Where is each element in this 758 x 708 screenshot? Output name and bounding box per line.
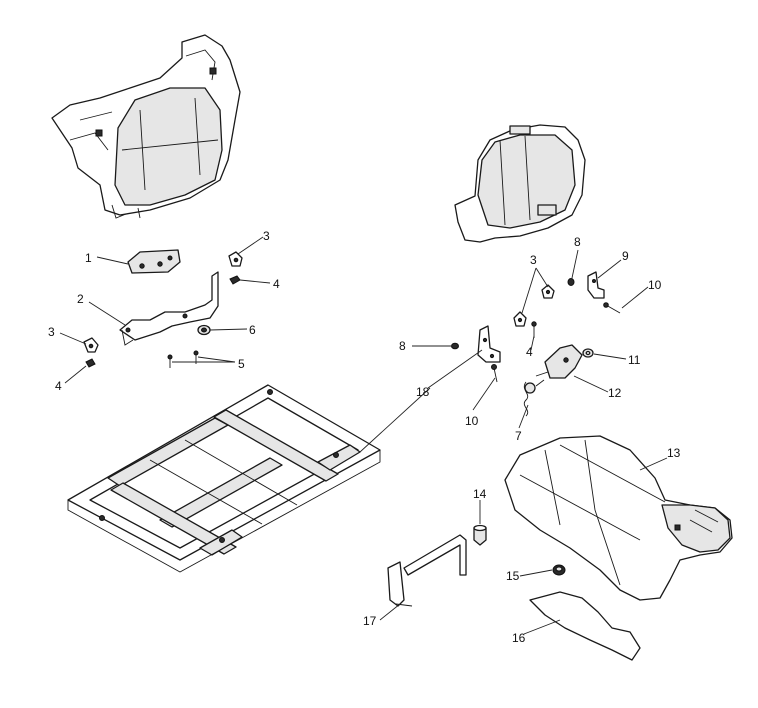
part-13-seat-cushion bbox=[504, 435, 733, 601]
part-10-bolt-upper bbox=[603, 302, 621, 314]
part-12-lever bbox=[535, 344, 583, 379]
front-seat-back bbox=[454, 124, 586, 243]
callout-10-upper: 10 bbox=[648, 278, 662, 292]
callout-10-lower: 10 bbox=[465, 414, 479, 428]
part-15-grommet bbox=[552, 564, 566, 576]
part-14-bumper bbox=[473, 524, 487, 546]
part-4-bolt-right bbox=[531, 321, 537, 338]
callout-4-left: 4 bbox=[55, 379, 62, 393]
callout-11: 11 bbox=[628, 353, 641, 367]
part-6-grommet bbox=[197, 324, 211, 336]
callout-6: 6 bbox=[249, 323, 256, 337]
part-5-pins bbox=[167, 350, 199, 368]
callout-8-right: 8 bbox=[574, 235, 581, 249]
part-3-clips-right bbox=[513, 284, 555, 327]
callout-2: 2 bbox=[77, 292, 84, 306]
leader-lines bbox=[59, 236, 668, 635]
callout-7: 7 bbox=[515, 429, 522, 443]
seat-frame bbox=[67, 384, 381, 573]
part-8-nut-right bbox=[567, 278, 575, 286]
callout-13: 13 bbox=[667, 446, 681, 460]
part-18-bracket bbox=[477, 325, 501, 363]
callout-5: 5 bbox=[238, 357, 245, 371]
part-17-support-bracket bbox=[387, 534, 467, 607]
callout-17: 17 bbox=[363, 614, 377, 628]
part-8-nut-left bbox=[451, 342, 459, 350]
callout-4-top: 4 bbox=[273, 277, 280, 291]
part-3-clip-left bbox=[83, 337, 99, 353]
part-2-bracket bbox=[119, 271, 219, 346]
callout-18: 18 bbox=[416, 385, 430, 399]
part-4-bolt-top bbox=[229, 275, 241, 285]
callout-4-right: 4 bbox=[526, 345, 533, 359]
part-1-latch bbox=[127, 249, 181, 274]
rear-seat-back-assembly bbox=[51, 34, 241, 219]
part-7-spring bbox=[523, 379, 545, 417]
callout-14: 14 bbox=[473, 487, 487, 501]
callout-9: 9 bbox=[622, 249, 629, 263]
callout-12: 12 bbox=[608, 386, 622, 400]
callout-labels: 1 2 3 3 3 4 4 4 5 6 7 8 8 9 10 10 11 12 … bbox=[48, 229, 681, 645]
part-4-bolt-left bbox=[85, 358, 96, 368]
callout-16: 16 bbox=[512, 631, 526, 645]
callout-3-top: 3 bbox=[263, 229, 270, 243]
part-10-bolt-lower bbox=[491, 364, 498, 383]
callout-3-left: 3 bbox=[48, 325, 55, 339]
part-11-washer bbox=[582, 348, 594, 358]
callout-15: 15 bbox=[506, 569, 520, 583]
callout-1: 1 bbox=[85, 251, 92, 265]
part-3-clip-top bbox=[228, 251, 243, 267]
part-9-bracket bbox=[587, 271, 605, 299]
part-16-pad bbox=[529, 591, 641, 661]
callout-8-left: 8 bbox=[399, 339, 406, 353]
callout-3-right: 3 bbox=[530, 253, 537, 267]
